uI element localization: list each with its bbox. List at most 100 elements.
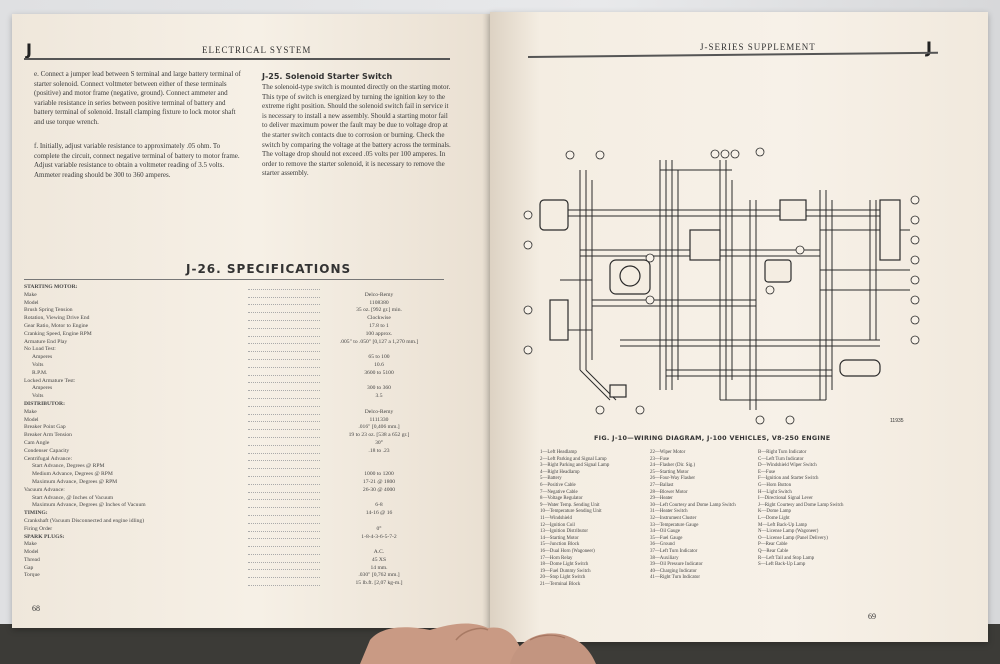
spec-value xyxy=(324,346,434,354)
legend-item: 18—Dome Light Switch xyxy=(540,562,589,568)
spec-label: TIMING: xyxy=(24,510,48,517)
legend-item: F—Ignition and Starter Switch xyxy=(758,476,819,482)
legend-item: 11—Windshield xyxy=(540,515,572,521)
legend-item: 9—Water Temp. Sending Unit xyxy=(540,502,600,508)
spec-value: 3600 to 5100 xyxy=(364,369,394,376)
spec-value xyxy=(324,284,434,292)
legend-item: 23—Fuse xyxy=(650,456,670,462)
spec-label: Start Advance, @ Inches of Vacuum xyxy=(32,494,114,501)
spec-value: Delco-Remy xyxy=(364,408,394,415)
spec-label: Cranking Speed, Engine RPM xyxy=(24,330,92,337)
spec-value: 19 to 23 oz. [538 a 652 gr.] xyxy=(348,432,410,439)
spec-value: 14-16 @ 16 xyxy=(365,510,393,517)
spec-label: Torque xyxy=(24,572,40,579)
spec-leader-dots xyxy=(248,284,320,290)
spec-value: 14 mm. xyxy=(370,564,388,571)
legend-item: E—Fuse xyxy=(758,469,776,475)
legend-item: H—Light Switch xyxy=(758,489,792,495)
spec-value xyxy=(324,495,434,503)
spec-value: 15 lb.ft. [2,07 kg-m.] xyxy=(355,580,403,587)
legend-item: 26—Four-Way Flasher xyxy=(650,476,696,482)
hand-photo xyxy=(360,623,596,664)
spec-label: Model xyxy=(24,549,39,556)
left-header-title: ELECTRICAL SYSTEM xyxy=(202,45,312,55)
spec-leader-dots xyxy=(248,323,320,329)
right-page xyxy=(490,12,988,642)
spec-value: 300 to 360 xyxy=(367,385,391,392)
legend-item: Q—Rear Cable xyxy=(758,548,789,554)
legend-item: J—Right Courtesy and Dome Lamp Switch xyxy=(758,502,844,508)
section-25-text: The solenoid-type switch is mounted dire… xyxy=(262,83,451,178)
spec-leader-dots xyxy=(248,339,320,345)
spec-label: Locked Armature Test: xyxy=(24,377,76,384)
legend-item: 30—Left Courtesy and Dome Lamp Switch xyxy=(650,502,736,508)
spec-value: 1000 to 1200 xyxy=(364,471,394,478)
spec-value: 3.5 xyxy=(375,393,383,400)
right-header-title: J-SERIES SUPPLEMENT xyxy=(700,42,816,52)
spec-leader-dots xyxy=(248,307,320,314)
legend-item: 8—Voltage Regulator xyxy=(540,496,583,502)
spec-row: No Load Test: xyxy=(24,346,434,354)
spec-leader-dots xyxy=(248,432,320,438)
spec-leader-dots xyxy=(248,378,320,384)
legend-item: 10—Temperature Sending Unit xyxy=(540,509,602,515)
legend-item: 39—Oil Pressure Indicator xyxy=(650,562,703,568)
spec-label: Model xyxy=(24,416,39,423)
spec-label: Centrifugal Advance: xyxy=(24,455,72,462)
spec-leader-dots xyxy=(248,354,320,360)
spec-leader-dots xyxy=(248,541,320,548)
spec-row: Medium Advance, Degrees @ RPM 1000 to 120… xyxy=(24,471,434,479)
spec-value xyxy=(324,463,434,471)
legend-item: 14—Starting Motor xyxy=(540,535,579,541)
paragraph-e: e. Connect a jumper lead between S termi… xyxy=(34,70,241,126)
right-page-number: 69 xyxy=(868,612,876,621)
legend-item: 1—Left Headlamp xyxy=(540,450,577,455)
spec-leader-dots xyxy=(248,557,320,563)
left-page xyxy=(12,14,500,628)
figure-caption: FIG. J-10—WIRING DIAGRAM, J-100 VEHICLES… xyxy=(594,434,831,442)
spec-row: R.P.M.3600 to 5100 xyxy=(24,370,434,378)
legend-item: 28—Blower Motor xyxy=(650,489,688,495)
legend-item: 34—Oil Gauge xyxy=(650,529,681,535)
legend-item: 29—Heater xyxy=(650,496,673,502)
spec-value: 6-8 xyxy=(375,502,383,509)
specs-rule xyxy=(24,279,444,280)
legend-item: I—Directional Signal Lever xyxy=(758,496,813,502)
legend-item: C—Left Turn Indicator xyxy=(758,456,804,462)
spec-label: SPARK PLUGS: xyxy=(24,533,65,540)
spec-label: Medium Advance, Degrees @ RPM xyxy=(32,471,113,478)
spec-value: 35 oz. [992 gr.] min. xyxy=(356,307,402,314)
left-header-rule xyxy=(24,58,450,60)
legend-item: 15—Junction Block xyxy=(540,542,580,548)
spec-label xyxy=(24,580,244,588)
spec-value xyxy=(324,541,434,549)
spec-leader-dots xyxy=(248,440,320,446)
spec-label: Maximum Advance, Degrees @ Inches of Vac… xyxy=(32,502,146,509)
spec-row: Condenser Capacity.18 to .23 xyxy=(24,448,434,456)
spec-leader-dots xyxy=(248,331,320,337)
legend-item: 35—Fuel Gauge xyxy=(650,535,683,541)
legend-item: 40—Charging Indicator xyxy=(650,568,697,574)
spec-value: 1108380 xyxy=(369,299,389,306)
spec-row: Centrifugal Advance: xyxy=(24,456,434,464)
figure-id: 11935 xyxy=(890,418,904,424)
spec-value: Clockwise xyxy=(367,315,391,322)
spec-label: Vacuum Advance: xyxy=(24,486,65,493)
legend-item: 16—Dual Horn (Wagoneer) xyxy=(540,548,595,554)
legend-item: 33—Temperature Gauge xyxy=(650,522,699,528)
spec-row: TIMING: 14-16 @ 16 xyxy=(24,510,434,518)
legend-item: 5—Battery xyxy=(540,476,562,482)
